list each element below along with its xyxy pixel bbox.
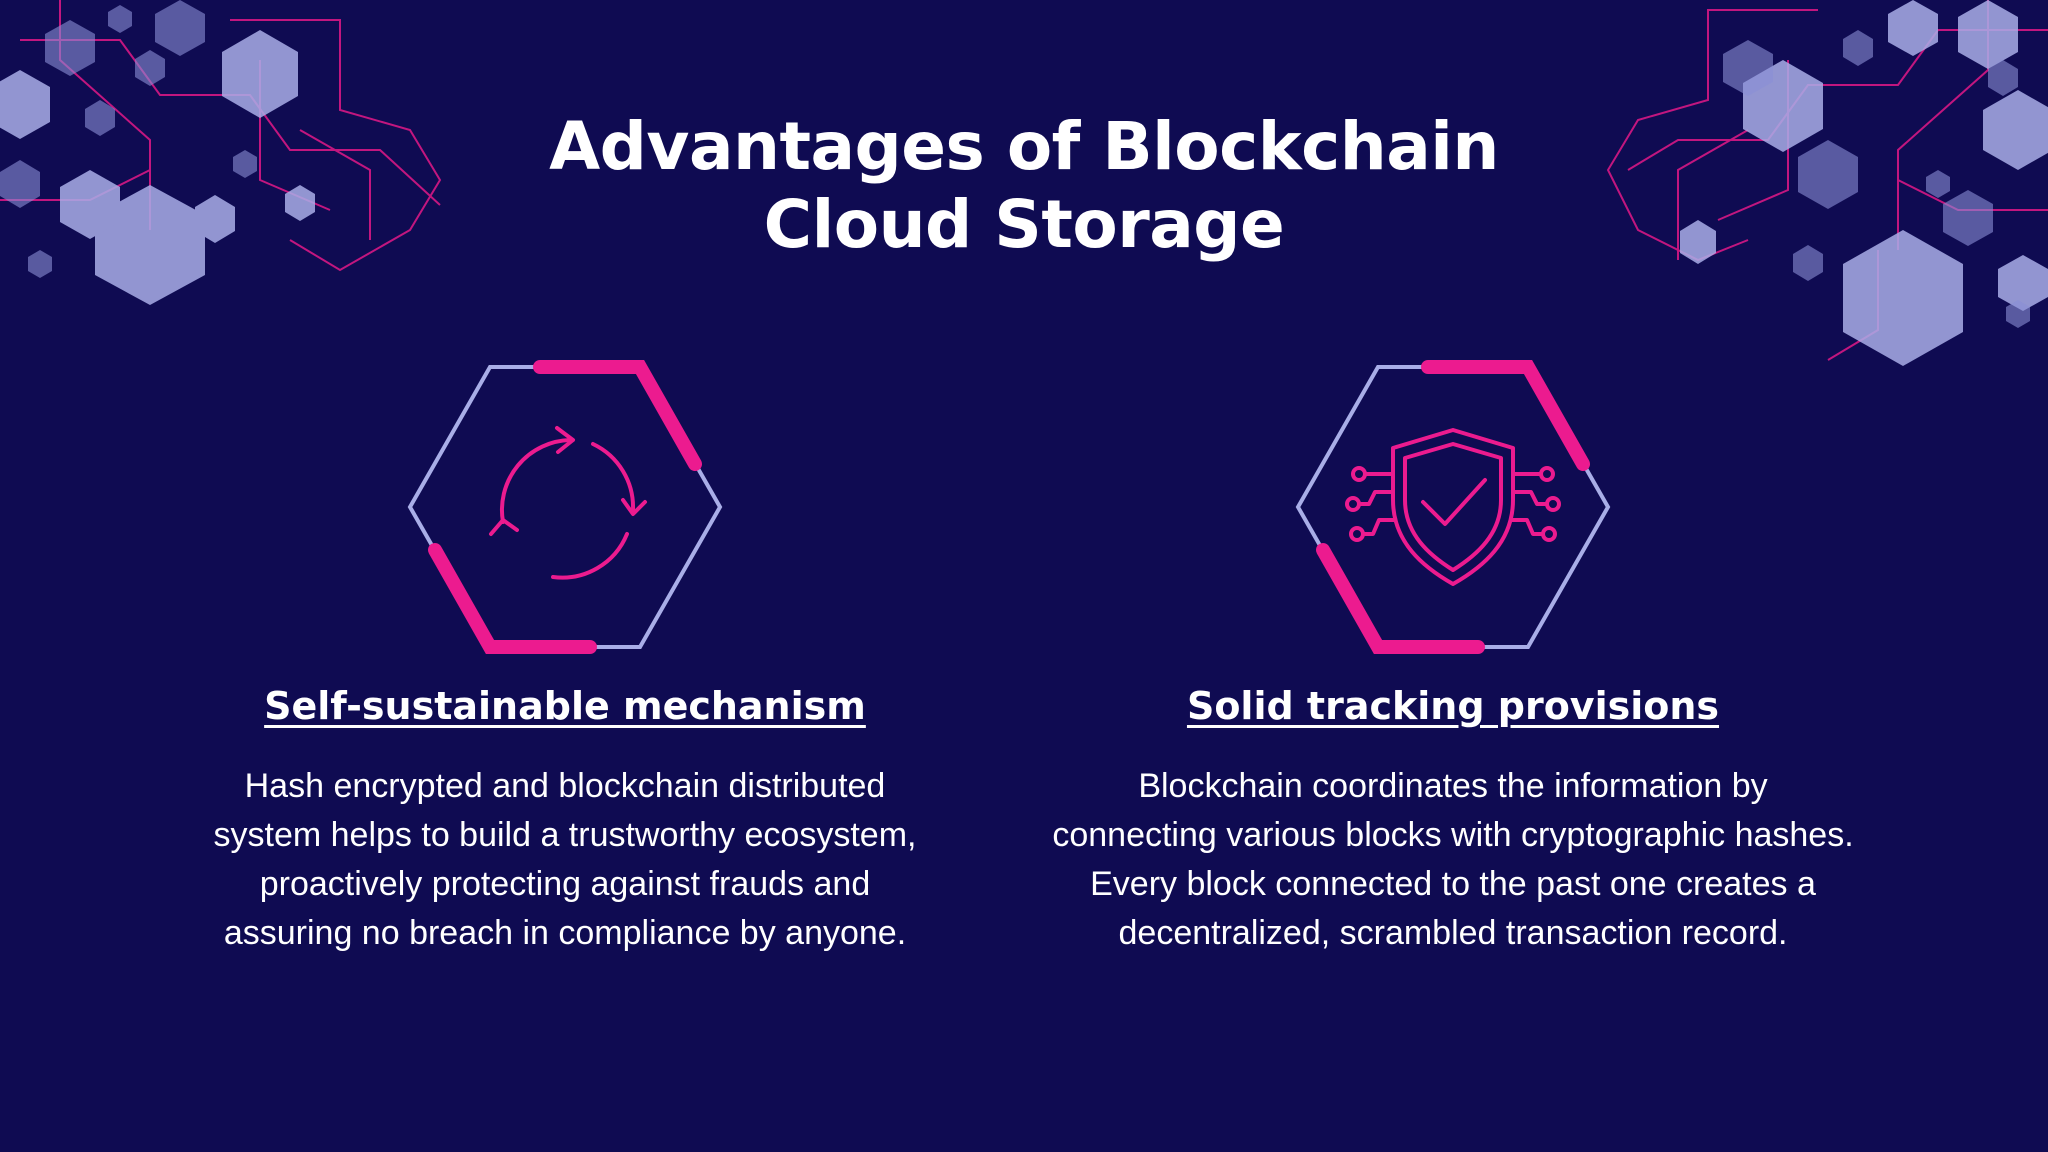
page-title: Advantages of Blockchain Cloud Storage — [0, 108, 2048, 264]
feature-heading: Self-sustainable mechanism — [264, 684, 866, 728]
hexagon-frame — [407, 360, 723, 654]
title-line-1: Advantages of Blockchain — [549, 108, 1499, 185]
feature-description-line: decentralized, scrambled transaction rec… — [1118, 914, 1788, 952]
refresh-cycle-icon — [489, 426, 647, 580]
feature-description: Hash encrypted and blockchain distribute… — [155, 762, 975, 958]
feature-card-solid-tracking: Solid tracking provisions Blockchain coo… — [1043, 352, 1863, 952]
feature-icon-frame — [395, 352, 735, 662]
feature-description-line: Every block connected to the past one cr… — [1090, 865, 1816, 903]
feature-icon-frame — [1283, 352, 1623, 662]
feature-description-line: assuring no breach in compliance by anyo… — [223, 914, 907, 952]
hexagon-frame — [1295, 360, 1611, 654]
feature-description-line: connecting various blocks with cryptogra… — [1052, 816, 1854, 854]
feature-description-line: system helps to build a trustworthy ecos… — [213, 816, 917, 854]
feature-description: Blockchain coordinates the information b… — [1043, 762, 1863, 958]
shield-check-circuit-icon — [1345, 428, 1561, 586]
feature-description-line: Blockchain coordinates the information b… — [1138, 767, 1768, 805]
feature-heading: Solid tracking provisions — [1186, 684, 1720, 728]
feature-card-self-sustainable: Self-sustainable mechanism Hash encrypte… — [155, 352, 975, 952]
feature-description-line: proactively protecting against frauds an… — [259, 865, 871, 903]
feature-description-line: Hash encrypted and blockchain distribute… — [244, 767, 886, 805]
title-line-2: Cloud Storage — [763, 186, 1285, 263]
